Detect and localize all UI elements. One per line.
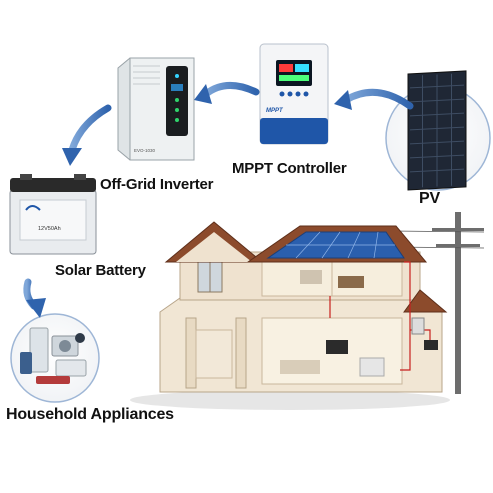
household-appliances-image bbox=[10, 313, 100, 403]
controller-brand-text: MPPT bbox=[266, 108, 284, 114]
battery-label: Solar Battery bbox=[55, 262, 146, 279]
flow-arrows bbox=[23, 82, 414, 318]
inverter-label: Off-Grid Inverter bbox=[100, 176, 214, 193]
pv-label: PV bbox=[419, 190, 440, 207]
mppt-controller-device: MPPT bbox=[259, 43, 329, 145]
inverter-device: EVO-1030 bbox=[117, 57, 195, 161]
arrow-battery-to-appliances bbox=[23, 278, 46, 318]
appliances-label: Household Appliances bbox=[6, 406, 174, 423]
controller-label: MPPT Controller bbox=[232, 160, 347, 177]
battery-rating-text: 12V50Ah bbox=[38, 226, 61, 232]
arrow-controller-to-inverter bbox=[194, 82, 260, 104]
arrow-pv-to-controller bbox=[334, 88, 414, 110]
arrow-inverter-to-battery bbox=[62, 104, 112, 166]
roof-solar-panels bbox=[266, 231, 405, 259]
solar-battery-device: 12V50Ah bbox=[9, 174, 97, 255]
pv-panel bbox=[385, 70, 491, 191]
inverter-model-text: EVO-1030 bbox=[134, 148, 156, 153]
house-cutaway bbox=[130, 221, 450, 410]
